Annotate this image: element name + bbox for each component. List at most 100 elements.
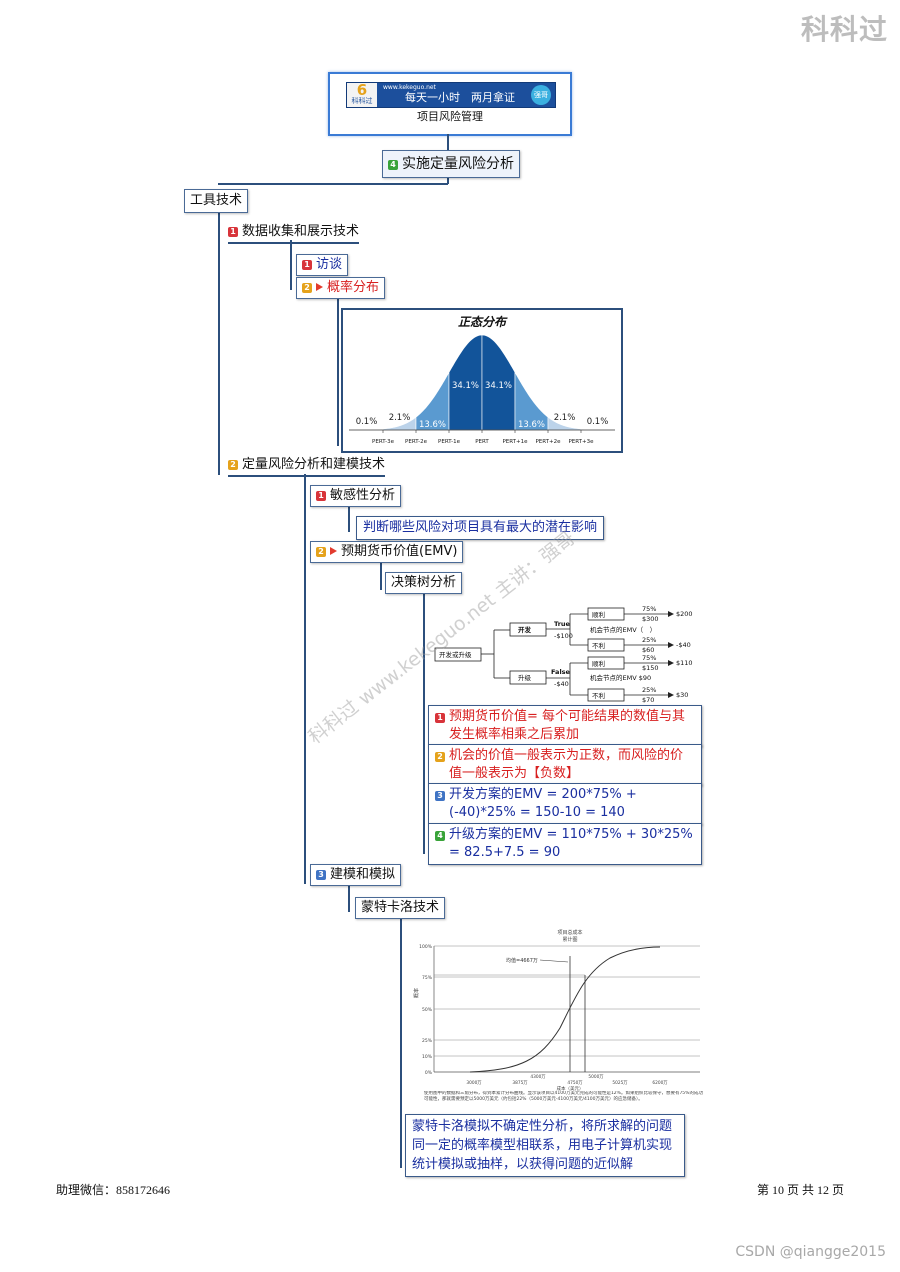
step-badge: 4 [388,160,398,170]
distribution-band [514,371,549,431]
distribution-band [448,334,483,431]
flag-icon [330,547,337,555]
chart-title: 正态分布 [458,315,508,329]
svg-text:3875万: 3875万 [512,1080,528,1086]
process-label: 实施定量风险分析 [402,156,514,172]
tick-label: PERT-3e [372,439,395,445]
tick-label: PERT-1e [438,439,461,445]
tree-bad1: 不利 [592,641,605,650]
emv-note-4: 4 升级方案的EMV = 110*75% + 30*25% = 82.5+7.5… [428,823,702,865]
percent-label: 0.1% [587,417,609,427]
tree-chance2: 机会节点的EMV $90 [590,673,651,682]
svg-text:4750万: 4750万 [567,1080,583,1086]
tree-o1-v: $300 [642,615,659,623]
tree-bad2: 不利 [592,691,605,700]
decision-tree-svg: 开发或升级 开发 升级 True -$100 False -$40 顺利 不利 … [434,605,693,704]
decision-tree-node: 决策树分析 [385,572,463,594]
tree-o2-v: $60 [642,646,654,654]
tree-chance1: 机会节点的EMV（ ） [590,625,656,634]
tree-good1: 顺利 [592,610,605,619]
tree-o3-r: $110 [676,659,693,667]
tree-o4-p: 25% [642,686,656,694]
svg-text:75%: 75% [422,975,433,981]
normal-distribution-svg: 正态分布0.1%2.1%13.6%34.1%34.1%13.6%2.1%0.1%… [349,315,615,445]
tree-o4-r: $30 [676,691,688,699]
tick-label: PERT+3e [568,439,594,445]
svg-text:50%: 50% [422,1007,433,1013]
svg-text:10%: 10% [422,1054,433,1060]
tree-develop: 开发 [518,625,532,634]
monte-carlo-node: 蒙特卡洛技术 [355,897,446,919]
percent-label: 34.1% [452,381,479,391]
svg-text:5025万: 5025万 [612,1080,628,1086]
distribution-band [415,371,450,431]
distribution-band [481,334,516,431]
emv-note-2: 2 机会的价值一般表示为正数，而风险的价值一般表示为【负数】 [428,744,702,786]
svg-text:4300万: 4300万 [530,1074,546,1080]
process-node: 4 实施定量风险分析 [382,150,520,178]
header-box: 6 科科过 www.kekeguo.net 每天一小时 两月拿证 强哥 项目风险… [328,72,572,136]
decision-tree-figure: 开发或升级 开发 升级 True -$100 False -$40 顺利 不利 … [430,600,705,706]
tree-good2: 顺利 [592,659,605,668]
slogan: 每天一小时 两月拿证 [405,91,515,104]
tree-o2-r: -$40 [676,641,691,649]
svg-text:100%: 100% [419,944,433,950]
tree-root: 开发或升级 [439,650,472,659]
tree-true: True [554,620,571,628]
svg-text:3000万: 3000万 [466,1080,482,1086]
s-curve-line [469,946,661,1073]
flag-icon [316,283,323,291]
tree-o3-v: $150 [642,664,659,672]
tree-o4-v: $70 [642,696,654,704]
tree-cost1: -$100 [554,632,573,640]
percent-label: 13.6% [518,420,545,430]
site-url: www.kekeguo.net [383,84,436,91]
svg-text:6200万: 6200万 [652,1080,668,1086]
csdn-watermark: CSDN @qiangge2015 [735,1244,886,1260]
tree-o2-p: 25% [642,636,656,644]
s-curve-title2: 累计图 [562,936,577,943]
tick-label: PERT-2e [405,439,428,445]
emv-note-1: 1 预期货币价值= 每个可能结果的数值与其发生概率相乘之后累加 [428,705,702,747]
percent-label: 34.1% [485,381,512,391]
svg-text:25%: 25% [422,1038,433,1044]
tools-node: 工具技术 [184,189,249,213]
percent-label: 13.6% [419,420,446,430]
s-curve-mean: 均值=4667万 [506,957,538,964]
banner: 6 科科过 www.kekeguo.net 每天一小时 两月拿证 强哥 [346,82,556,108]
svg-text:5000万: 5000万 [588,1074,604,1080]
s-curve-svg: 项目总成本 累计图 0% 10% 25% 50% 75% 100% 概率 均值=… [413,929,700,1092]
tree-o1-p: 75% [642,605,656,613]
teacher-tag: 强哥 [531,85,551,105]
distribution-band [382,416,417,431]
percent-label: 0.1% [356,417,378,427]
tree-o3-p: 75% [642,654,656,662]
tick-label: PERT+2e [535,439,561,445]
header-subtitle: 项目风险管理 [417,110,483,123]
footer-page: 第 10 页 共 12 页 [756,1183,844,1197]
footer-left: 助理微信：858172646 [56,1183,171,1197]
sensitivity-note: 判断哪些风险对项目具有最大的潜在影响 [356,516,605,540]
svg-text:0%: 0% [425,1070,433,1076]
s-curve-caption: 使用图中的数据和三角分布，得到本累计分布曲线。显示该项目以4100万美元完成的可… [424,1091,703,1102]
tree-false: False [551,668,571,676]
tick-label: PERT [475,439,489,445]
s-curve-figure: 项目总成本 累计图 0% 10% 25% 50% 75% 100% 概率 均值=… [410,928,710,1112]
s-curve-ylabel: 概率 [413,988,420,998]
s-curve-xlabel: 成本（美元） [557,1085,584,1092]
tree-upgrade: 升级 [518,673,532,682]
tick-label: PERT+1e [502,439,528,445]
brand-corner: 科科过 [800,13,888,46]
monte-carlo-note: 蒙特卡洛模拟不确定性分析，将所求解的问题同一定的概率模型相联系，用电子计算机实现… [405,1114,685,1177]
distribution-band [547,416,582,431]
tree-cost2: -$40 [554,680,569,688]
tree-o1-r: $200 [676,610,693,618]
